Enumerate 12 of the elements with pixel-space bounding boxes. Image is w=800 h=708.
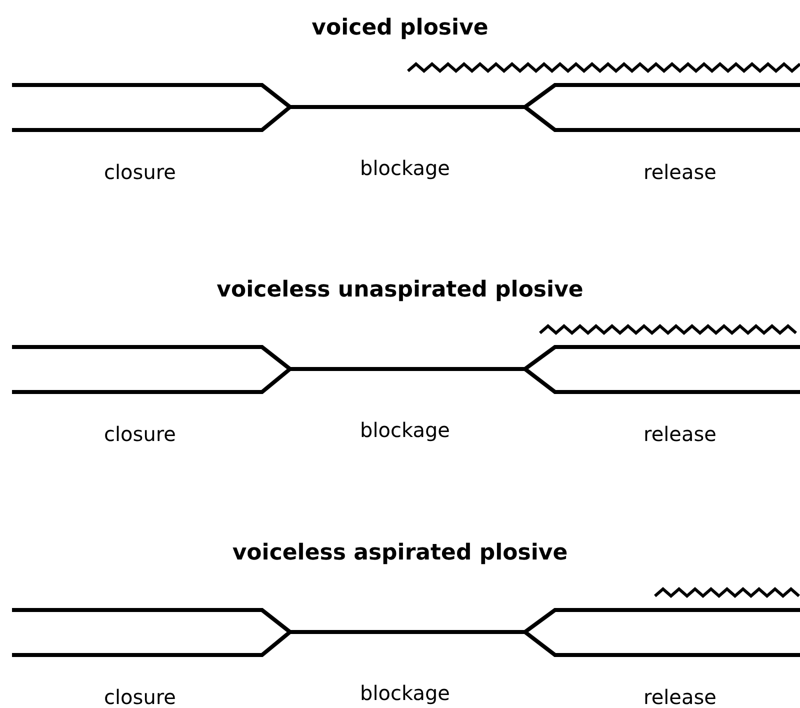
phase-label: blockage [360, 418, 450, 442]
heading: voiced plosive [312, 16, 488, 40]
phase-label: closure [104, 422, 176, 446]
phase-label: release [644, 160, 716, 184]
heading: voiceless aspirated plosive [232, 540, 568, 566]
phase-label: closure [104, 685, 176, 708]
phase-label: release [644, 422, 716, 446]
phase-label: release [644, 685, 716, 708]
phase-label: closure [104, 160, 176, 184]
phase-label: blockage [360, 156, 450, 180]
phase-label: blockage [360, 681, 450, 705]
heading: voiceless unaspirated plosive [216, 278, 584, 302]
